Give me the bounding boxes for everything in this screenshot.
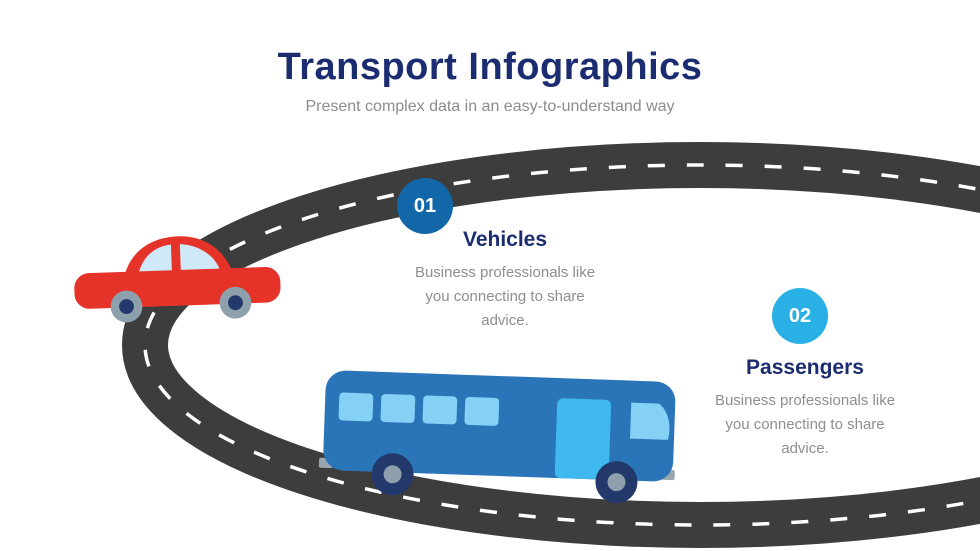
step-2-block: Passengers Business professionals like y…: [690, 356, 920, 461]
step-1-title: Vehicles: [462, 228, 548, 251]
step-2-description: Business professionals like you connecti…: [714, 392, 896, 457]
car-icon: [66, 224, 287, 328]
step-1-block: Vehicles Business professionals like you…: [400, 228, 610, 333]
step-1-number-badge: 01: [397, 178, 453, 234]
step-2-title: Passengers: [746, 356, 864, 379]
bus-icon: [316, 360, 683, 513]
page-subtitle: Present complex data in an easy-to-under…: [305, 98, 675, 115]
road-center-line: [143, 163, 980, 527]
step-1-description: Business professionals like you connecti…: [414, 264, 596, 329]
page-title: Transport Infographics: [277, 46, 703, 88]
step-2-number-badge: 02: [772, 288, 828, 344]
